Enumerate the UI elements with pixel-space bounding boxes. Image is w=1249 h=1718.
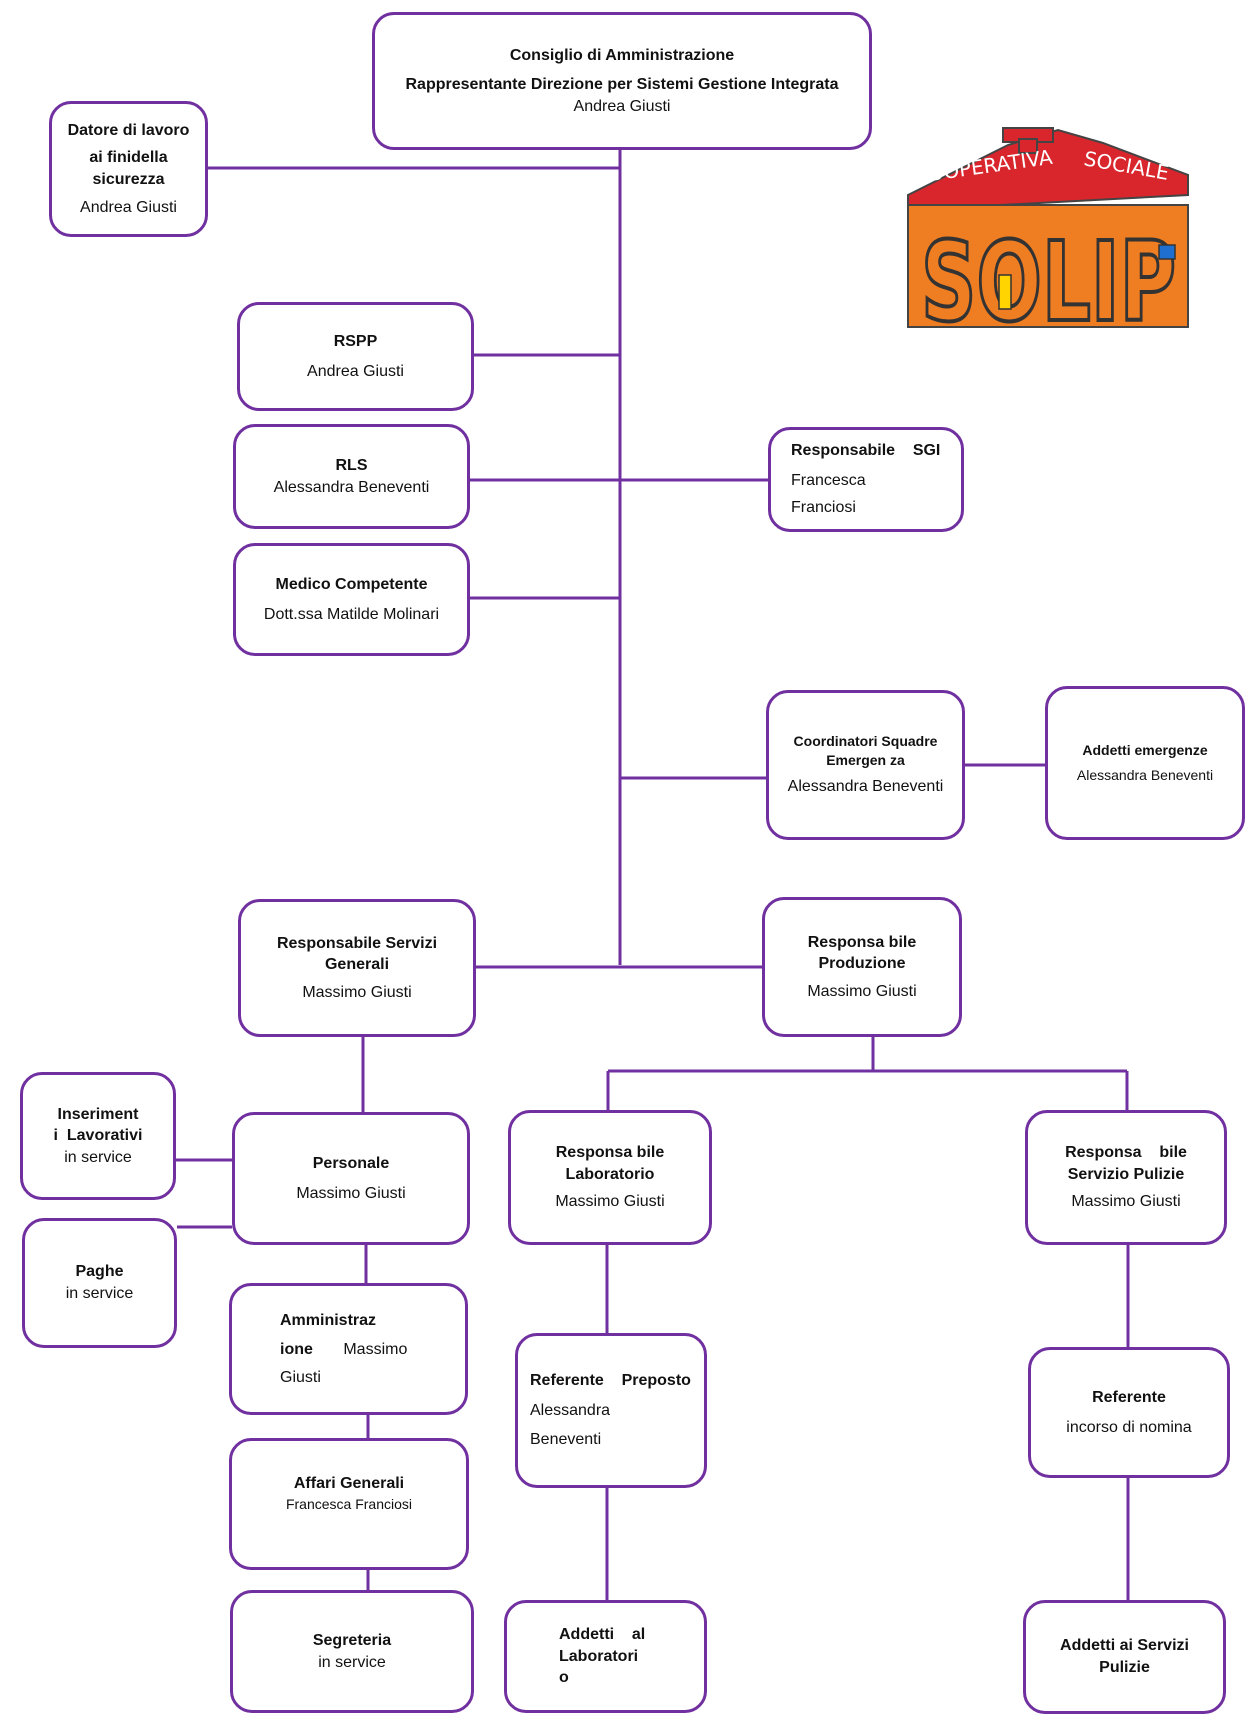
coord-node: Coordinatori Squadre Emergen za Alessand… <box>766 690 965 840</box>
medico-title: Medico Competente <box>275 575 428 593</box>
laboratorio-node: Responsa bile Laboratorio Massimo Giusti <box>508 1110 712 1245</box>
rls-node: RLS Alessandra Beneventi <box>233 424 470 529</box>
board-title: Consiglio di Amministrazione <box>509 46 735 64</box>
referente-title: Referente <box>1092 1388 1166 1406</box>
solip-logo: COOPERATIVA SOCIALE SOLIP <box>903 125 1193 348</box>
amministrazione-title-2: ione <box>280 1341 313 1359</box>
rspp-name: Andrea Giusti <box>307 362 404 380</box>
datore-node: Datore di lavoro ai finidella sicurezza … <box>49 101 208 237</box>
logo-text-solip: SOLIP <box>921 218 1176 330</box>
addetti-laboratorio-title-2: Laboratori <box>559 1647 639 1665</box>
produzione-name: Massimo Giusti <box>807 982 917 1000</box>
sgi-title: Responsabile SGI <box>791 442 941 460</box>
pulizie-node: Responsa bile Servizio Pulizie Massimo G… <box>1025 1110 1227 1245</box>
coord-name: Alessandra Beneventi <box>787 778 944 796</box>
inserimenti-title-2: i Lavorativi <box>53 1127 143 1145</box>
referente-node: Referente incorso di nomina <box>1028 1347 1230 1478</box>
rspp-node: RSPP Andrea Giusti <box>237 302 474 411</box>
referente-name: incorso di nomina <box>1066 1418 1192 1436</box>
segreteria-title: Segreteria <box>312 1631 392 1649</box>
board-subtitle: Rappresentante Direzione per Sistemi Ges… <box>405 76 839 94</box>
sgi-name-2: Franciosi <box>791 499 856 517</box>
amministrazione-title: Amministraz <box>280 1311 377 1329</box>
addetti-emergenze-name: Alessandra Beneventi <box>1076 767 1214 783</box>
addetti-laboratorio-node: Addetti al Laboratori o <box>504 1600 707 1713</box>
affari-generali-title: Affari Generali <box>293 1475 405 1492</box>
addetti-laboratorio-title: Addetti al <box>559 1626 646 1644</box>
datore-name: Andrea Giusti <box>80 198 177 216</box>
pulizie-title: Responsa bile Servizio Pulizie <box>1065 1144 1192 1183</box>
addetti-pulizie-node: Addetti ai Servizi Pulizie <box>1023 1600 1226 1714</box>
coord-title: Coordinatori Squadre Emergen za <box>793 733 938 769</box>
board-name: Andrea Giusti <box>573 97 671 115</box>
servizi-generali-node: Responsabile Servizi Generali Massimo Gi… <box>238 899 476 1037</box>
medico-node: Medico Competente Dott.ssa Matilde Molin… <box>233 543 470 656</box>
pulizie-name: Massimo Giusti <box>1071 1193 1181 1211</box>
referente-preposto-name-2: Beneventi <box>530 1431 602 1449</box>
affari-generali-node: Affari Generali Francesca Franciosi <box>229 1438 469 1570</box>
rls-name: Alessandra Beneventi <box>273 478 430 496</box>
paghe-node: Paghe in service <box>22 1218 177 1348</box>
sgi-node: Responsabile SGI Francesca Franciosi <box>768 427 964 532</box>
personale-name: Massimo Giusti <box>296 1184 406 1202</box>
amministrazione-name-2: Giusti <box>280 1368 321 1386</box>
referente-preposto-title: Referente Preposto <box>530 1372 691 1390</box>
segreteria-node: Segreteria in service <box>230 1590 474 1713</box>
servizi-generali-title: Responsabile Servizi Generali <box>276 934 438 974</box>
personale-title: Personale <box>312 1154 390 1172</box>
servizi-generali-name: Massimo Giusti <box>302 983 412 1001</box>
paghe-name: in service <box>65 1285 134 1302</box>
produzione-title: Responsa bile Produzione <box>807 933 917 973</box>
laboratorio-name: Massimo Giusti <box>555 1193 665 1211</box>
inserimenti-name: in service <box>64 1148 132 1166</box>
board-node: Consiglio di Amministrazione Rappresenta… <box>372 12 872 150</box>
inserimenti-title: Inseriment <box>57 1105 139 1123</box>
medico-name: Dott.ssa Matilde Molinari <box>263 605 440 623</box>
addetti-emergenze-node: Addetti emergenze Alessandra Beneventi <box>1045 686 1245 840</box>
laboratorio-title: Responsa bile Laboratorio <box>555 1144 665 1183</box>
amministrazione-name: Massimo <box>343 1341 408 1359</box>
addetti-emergenze-title: Addetti emergenze <box>1082 742 1208 759</box>
sgi-name: Francesca <box>791 471 866 489</box>
affari-generali-name: Francesca Franciosi <box>285 1495 413 1512</box>
referente-preposto-name: Alessandra <box>530 1401 611 1419</box>
addetti-laboratorio-title-3: o <box>559 1669 569 1687</box>
datore-title: Datore di lavoro <box>67 121 190 139</box>
segreteria-name: in service <box>318 1653 386 1671</box>
addetti-pulizie-title: Addetti ai Servizi Pulizie <box>1060 1637 1189 1676</box>
referente-preposto-node: Referente Preposto Alessandra Beneventi <box>515 1333 707 1488</box>
personale-node: Personale Massimo Giusti <box>232 1112 470 1245</box>
rspp-title: RSPP <box>333 332 378 350</box>
produzione-node: Responsa bile Produzione Massimo Giusti <box>762 897 962 1037</box>
datore-title-2: ai finidella sicurezza <box>89 149 168 188</box>
paghe-title: Paghe <box>75 1263 124 1281</box>
amministrazione-node: Amministraz ione Massimo Giusti <box>229 1283 468 1415</box>
inserimenti-node: Inseriment i Lavorativi in service <box>20 1072 176 1200</box>
rls-title: RLS <box>335 456 368 474</box>
